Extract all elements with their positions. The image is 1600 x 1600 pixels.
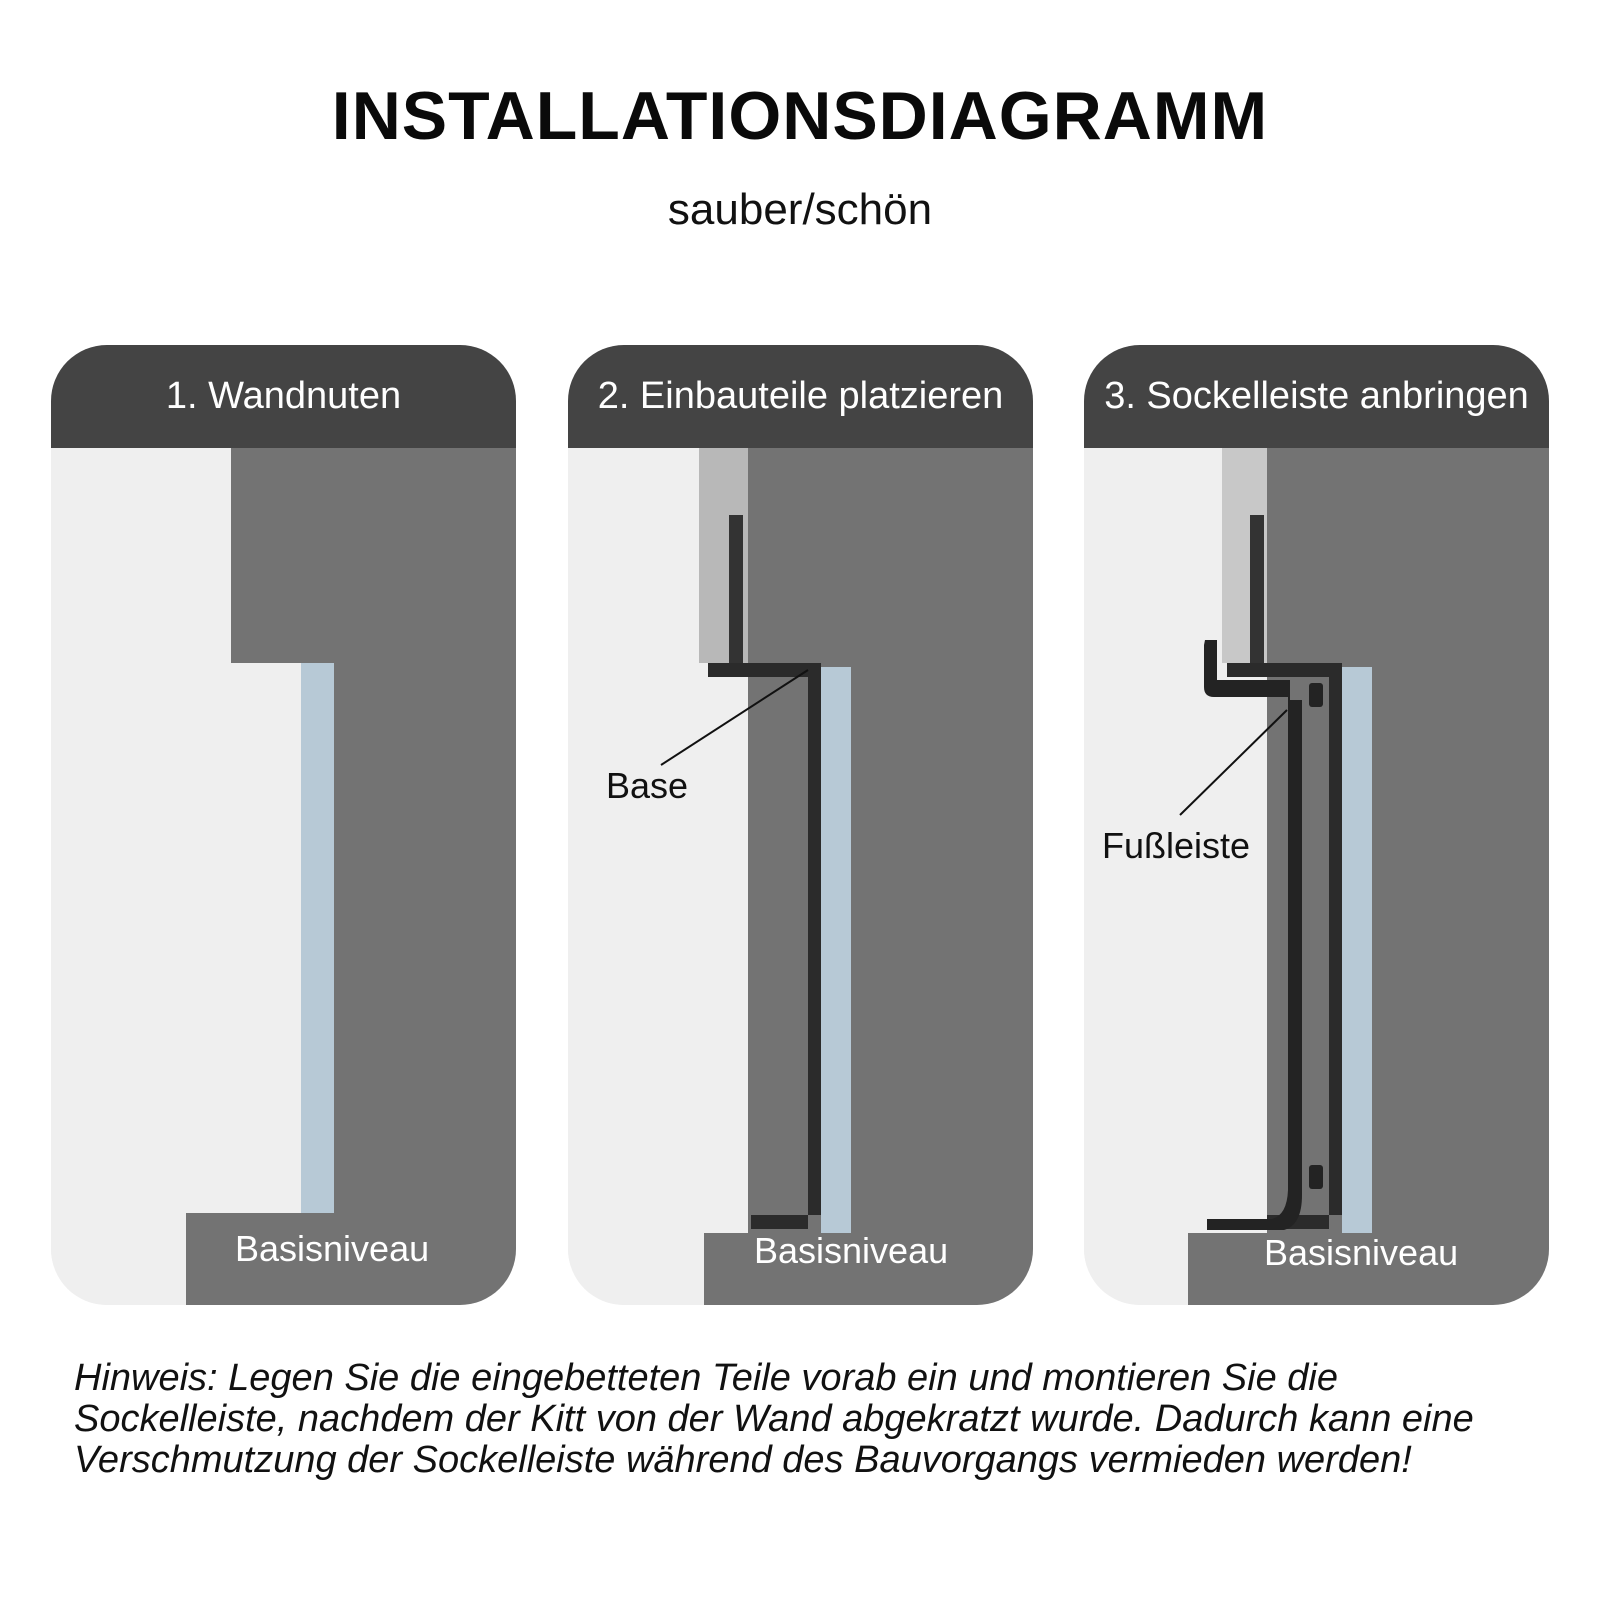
installation-note: Hinweis: Legen Sie die eingebetteten Tei… (74, 1357, 1474, 1481)
callout-leader (660, 669, 809, 766)
clip-bottom (1309, 1165, 1323, 1189)
skirting-callout-label: Fußleiste (1102, 825, 1251, 866)
anchor-screw (1250, 515, 1264, 663)
groove-strip (301, 663, 334, 1213)
skirting-drawing (1084, 345, 1549, 1305)
anchor-screw (729, 515, 743, 663)
wall-groove-drawing (51, 345, 516, 1305)
groove-strip (1342, 667, 1372, 1233)
skirting-profile (1204, 640, 1302, 1230)
page-title: INSTALLATIONSDIAGRAMM (331, 78, 1269, 154)
clip-top (1309, 683, 1323, 707)
base-level-label: Basisniveau (1264, 1232, 1459, 1273)
callout-leader (1179, 709, 1288, 816)
panel-header: 2. Einbauteile platzieren (568, 345, 1033, 448)
panel-header: 3. Sockelleiste anbringen (1084, 345, 1549, 448)
panel-wall-groove: 1. Wandnuten Basisniveau (51, 345, 516, 1305)
base-profile (708, 663, 821, 1229)
panel-header: 1. Wandnuten (51, 345, 516, 448)
panel-attach-skirting: 3. Sockelleiste anbringen Basisniveau Fu… (1084, 345, 1549, 1305)
base-profile (1227, 663, 1342, 1229)
panel-place-inserts: 2. Einbauteile platzieren Basisniveau Ba… (568, 345, 1033, 1305)
base-level-label: Basisniveau (754, 1230, 949, 1271)
base-level-label: Basisniveau (235, 1228, 430, 1269)
groove-strip (821, 667, 851, 1233)
page-subtitle: sauber/schön (667, 185, 933, 234)
base-callout-label: Base (606, 765, 689, 806)
inserts-drawing (568, 345, 1033, 1305)
